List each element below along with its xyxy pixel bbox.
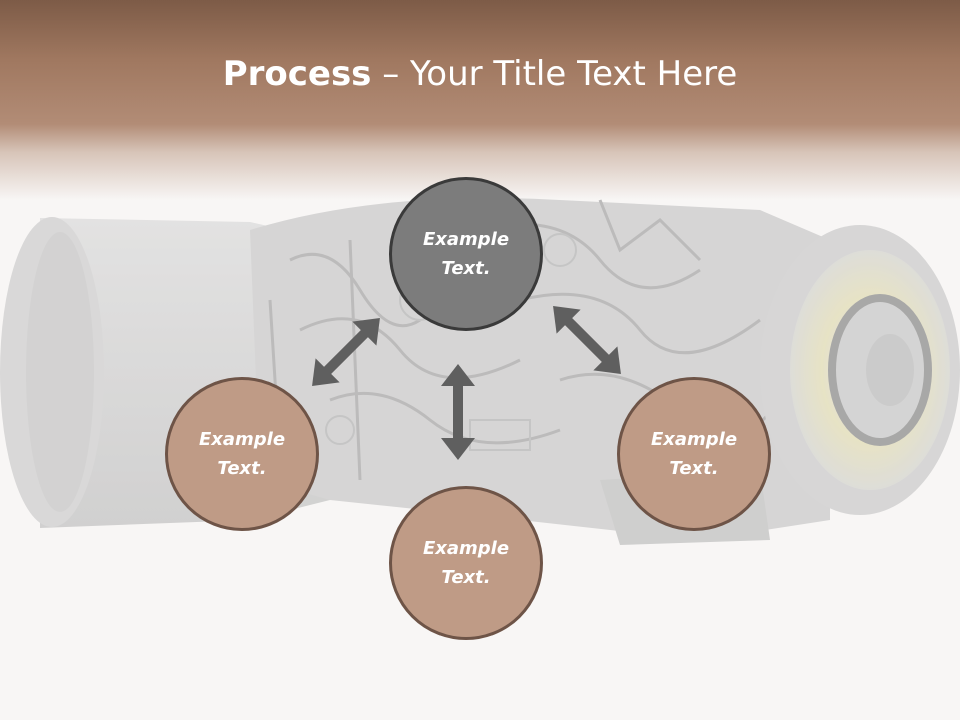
process-node-right[interactable]: Example Text. xyxy=(617,377,771,531)
header-band xyxy=(0,0,960,200)
process-node-top[interactable]: Example Text. xyxy=(389,177,543,331)
slide-title[interactable]: Process – Your Title Text Here xyxy=(0,52,960,96)
process-node-bottom-label: Example Text. xyxy=(422,538,510,588)
process-node-left[interactable]: Example Text. xyxy=(165,377,319,531)
slide-title-bold: Process xyxy=(222,54,372,94)
double-arrow-down xyxy=(441,364,475,460)
double-arrow-right xyxy=(553,306,621,374)
slide-title-rest: – Your Title Text Here xyxy=(371,54,738,94)
process-node-bottom[interactable]: Example Text. xyxy=(389,486,543,640)
process-node-top-label: Example Text. xyxy=(422,229,510,279)
process-node-right-label: Example Text. xyxy=(650,429,738,479)
double-arrow-left xyxy=(312,318,380,386)
process-node-left-label: Example Text. xyxy=(198,429,286,479)
